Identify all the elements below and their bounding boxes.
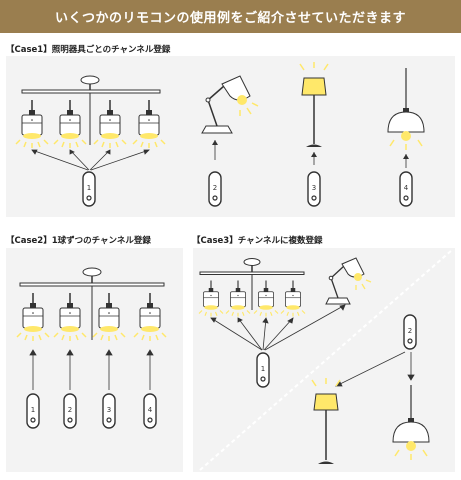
case3-pendant-lamp	[392, 385, 430, 460]
case2-remote-3-num: 3	[107, 406, 111, 414]
case3-ceiling-light	[198, 258, 306, 318]
case2-remote-1-num: 1	[31, 406, 35, 414]
case2-remote-2[interactable]: 2	[63, 393, 77, 429]
page-banner: いくつかのリモコンの使用例をご紹介させていただきます	[0, 0, 461, 33]
case1-remote-3-num: 3	[312, 184, 316, 192]
case1-pendant-lamp	[387, 68, 425, 150]
case3-remote-2[interactable]: 2	[403, 314, 417, 350]
case1-remote-3[interactable]: 3	[307, 171, 321, 207]
case3-floor-lamp	[311, 378, 341, 464]
case1-remote-4-num: 4	[404, 184, 409, 192]
case1-ceiling-light	[15, 75, 166, 149]
case3-remote-1[interactable]: 1	[256, 352, 270, 388]
case2-remote-4-num: 4	[148, 406, 153, 414]
case3-arrows-group2	[335, 351, 415, 387]
case1-remote-2-num: 2	[213, 184, 217, 192]
case2-remote-2-num: 2	[68, 406, 72, 414]
case3-desk-lamp	[325, 257, 372, 305]
case1-arrows	[31, 149, 150, 171]
case2-ceiling-light	[16, 267, 167, 342]
case1-label: 【Case1】照明器具ごとのチャンネル登録	[6, 45, 171, 55]
case2-remote-4[interactable]: 4	[143, 393, 157, 429]
case3-remote-2-num: 2	[408, 327, 412, 335]
case3-remote-1-num: 1	[261, 365, 265, 373]
case1-remote-1[interactable]: 1	[82, 171, 96, 207]
case1-floor-lamp	[299, 62, 329, 147]
case1-remote-2[interactable]: 2	[208, 171, 222, 207]
case2-arrows	[29, 349, 154, 390]
case3-arrows-group1	[210, 304, 346, 351]
case1-remote-1-num: 1	[87, 184, 91, 192]
case3-label: 【Case3】チャンネルに複数登録	[192, 236, 323, 246]
case1-desk-lamp	[201, 75, 259, 134]
case2-remote-3[interactable]: 3	[102, 393, 116, 429]
case2-remote-1[interactable]: 1	[26, 393, 40, 429]
banner-title: いくつかのリモコンの使用例をご紹介させていただきます	[54, 11, 406, 26]
case2-label: 【Case2】1球ずつのチャンネル登録	[6, 236, 151, 246]
case1-remote-4[interactable]: 4	[399, 171, 413, 207]
